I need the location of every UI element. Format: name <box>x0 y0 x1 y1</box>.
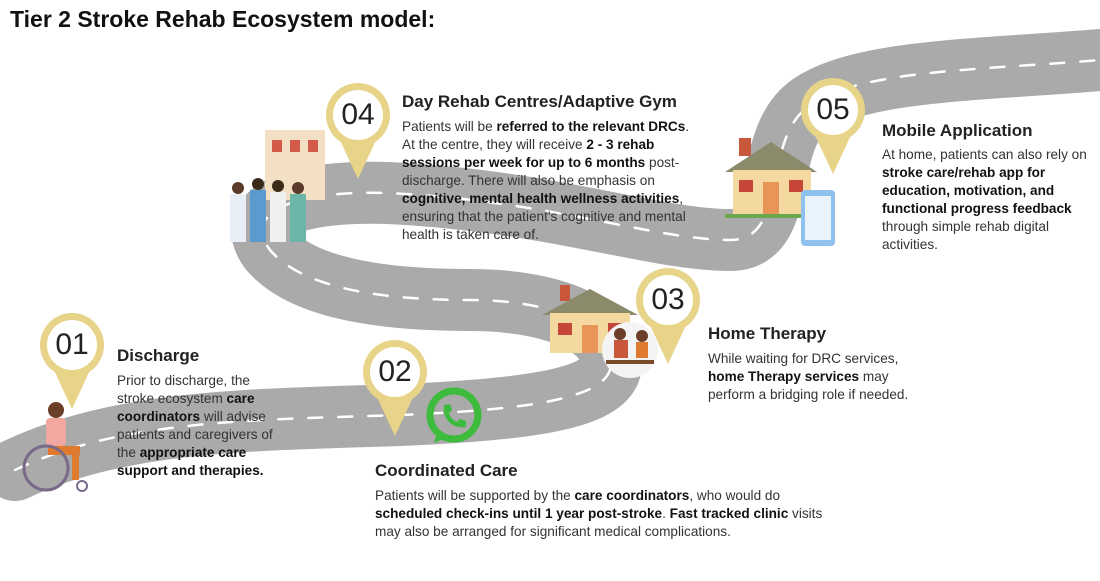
bold-text: home Therapy services <box>708 369 860 384</box>
step-heading-home-therapy: Home Therapy <box>708 324 827 343</box>
pin-01 <box>40 313 104 409</box>
step-number-05: 05 <box>816 93 850 126</box>
step-body-mobile-app: At home, patients can also rely on strok… <box>882 146 1087 254</box>
body-text: post-discharge. There will also be empha… <box>402 155 680 188</box>
medical-staff-icon <box>230 130 325 242</box>
bold-text: Fast tracked clinic <box>669 506 789 521</box>
step-body-coordinated-care: Patients will be supported by the care c… <box>375 487 840 541</box>
bold-text: 2 - 3 rehab sessions per week for up to … <box>402 137 655 170</box>
step-heading-coordinated-care: Coordinated Care <box>375 461 518 480</box>
step-body-home-therapy: While waiting for DRC services, home The… <box>708 350 938 404</box>
step-number-02: 02 <box>378 355 412 388</box>
body-text: , who would do <box>689 488 781 503</box>
step-heading-discharge: Discharge <box>117 346 200 365</box>
bold-text: appropriate care support and therapies. <box>117 445 264 478</box>
pin-03 <box>636 268 700 364</box>
body-text: While waiting for DRC services, <box>708 351 899 366</box>
step-body-discharge: Prior to discharge, the stroke ecosystem… <box>117 372 289 480</box>
body-text: Prior to discharge, the stroke ecosystem <box>117 373 250 406</box>
pin-05 <box>801 78 865 174</box>
bold-text: scheduled check-ins until 1 year post-st… <box>375 506 663 521</box>
body-text: At home, patients can also rely on <box>882 147 1087 162</box>
step-number-04: 04 <box>341 98 375 131</box>
body-text: . <box>662 506 670 521</box>
step-heading-day-rehab: Day Rehab Centres/Adaptive Gym <box>402 92 677 111</box>
body-text: visits may also be arranged for signific… <box>375 506 823 539</box>
step-body-day-rehab: Patients will be referred to the relevan… <box>402 118 694 244</box>
body-text: , ensuring that the patient's cognitive … <box>402 191 686 242</box>
body-text: will advise patients and caregivers of t… <box>117 409 273 460</box>
body-text: . At the centre, they will receive <box>402 119 690 152</box>
pin-04 <box>326 83 390 179</box>
bold-text: care coordinators <box>117 391 255 424</box>
step-number-03: 03 <box>651 283 685 316</box>
step-number-01: 01 <box>55 328 89 361</box>
whatsapp-icon <box>426 387 482 443</box>
body-text: may perform a bridging role if needed. <box>708 369 909 402</box>
body-text: Patients will be supported by the <box>375 488 575 503</box>
body-text: through simple rehab digital activities. <box>882 219 1050 252</box>
body-text: Patients will be <box>402 119 497 134</box>
page-title: Tier 2 Stroke Rehab Ecosystem model: <box>10 6 436 32</box>
bold-text: care coordinators <box>574 488 690 503</box>
wheelchair-patient-icon <box>22 402 88 492</box>
bold-text: cognitive, mental health wellness activi… <box>402 191 680 206</box>
bold-text: stroke care/rehab app for education, mot… <box>882 165 1072 216</box>
therapist-patient-icon <box>602 322 658 378</box>
step-heading-mobile-app: Mobile Application <box>882 121 1033 140</box>
home-with-app-icon <box>725 138 835 246</box>
bold-text: referred to the relevant DRCs <box>496 119 686 134</box>
pin-02 <box>363 340 427 436</box>
